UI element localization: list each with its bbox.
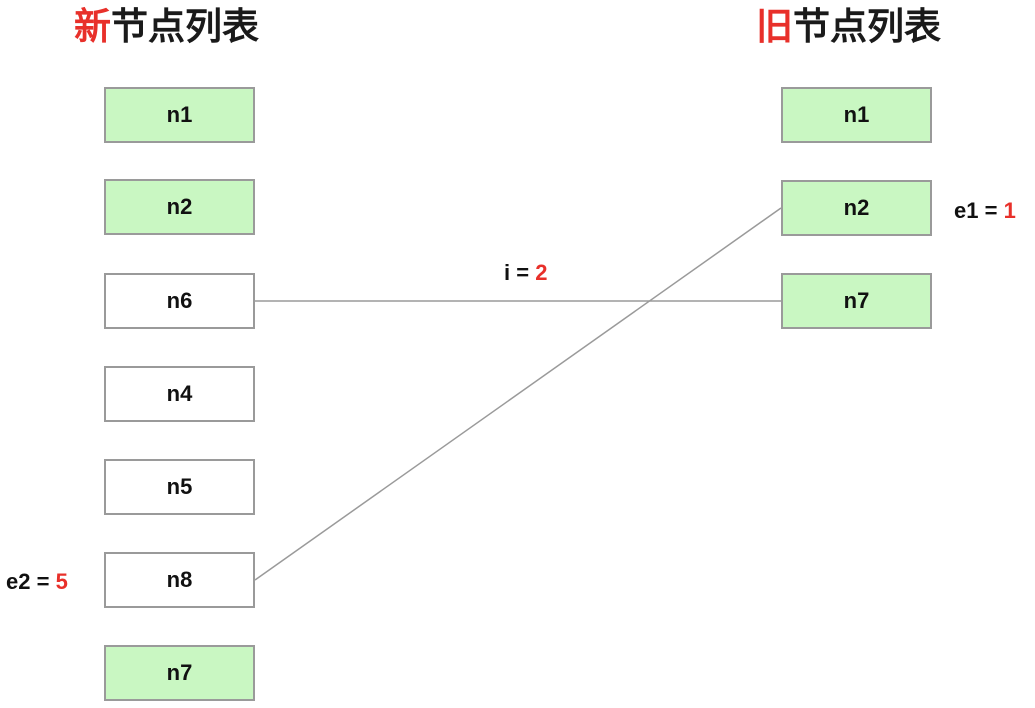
pointer-e1-name: e1 (954, 198, 979, 223)
old-node-n2: n2 (781, 180, 932, 236)
new-list-title: 新节点列表 (74, 4, 259, 50)
old-title-accent: 旧 (756, 5, 793, 48)
new-node-n2: n2 (104, 179, 255, 235)
new-node-n1: n1 (104, 87, 255, 143)
pointer-e1-value: 1 (1003, 198, 1016, 223)
new-node-n8: n8 (104, 552, 255, 608)
pointer-e1-label: e1 = 1 (954, 196, 1016, 226)
new-node-n6: n6 (104, 273, 255, 329)
pointer-e1-eq: = (978, 198, 1004, 223)
pointer-i-name: i (504, 260, 511, 285)
new-title-accent: 新 (74, 5, 111, 48)
pointer-i-value: 2 (535, 260, 548, 285)
pointer-i-label: i = 2 (504, 258, 547, 288)
pointer-e2-name: e2 (6, 569, 31, 594)
new-node-n4: n4 (104, 366, 255, 422)
old-node-n7: n7 (781, 273, 932, 329)
pointer-e2-eq: = (30, 569, 56, 594)
old-list-title: 旧节点列表 (756, 4, 941, 50)
pointer-e2-value: 5 (55, 569, 68, 594)
new-node-n7: n7 (104, 645, 255, 701)
old-title-rest: 节点列表 (793, 5, 941, 48)
link-n8-to-n2 (254, 207, 782, 581)
old-node-n1: n1 (781, 87, 932, 143)
new-title-rest: 节点列表 (111, 5, 259, 48)
pointer-e2-label: e2 = 5 (6, 567, 68, 597)
new-node-n5: n5 (104, 459, 255, 515)
pointer-i-eq: = (510, 260, 536, 285)
